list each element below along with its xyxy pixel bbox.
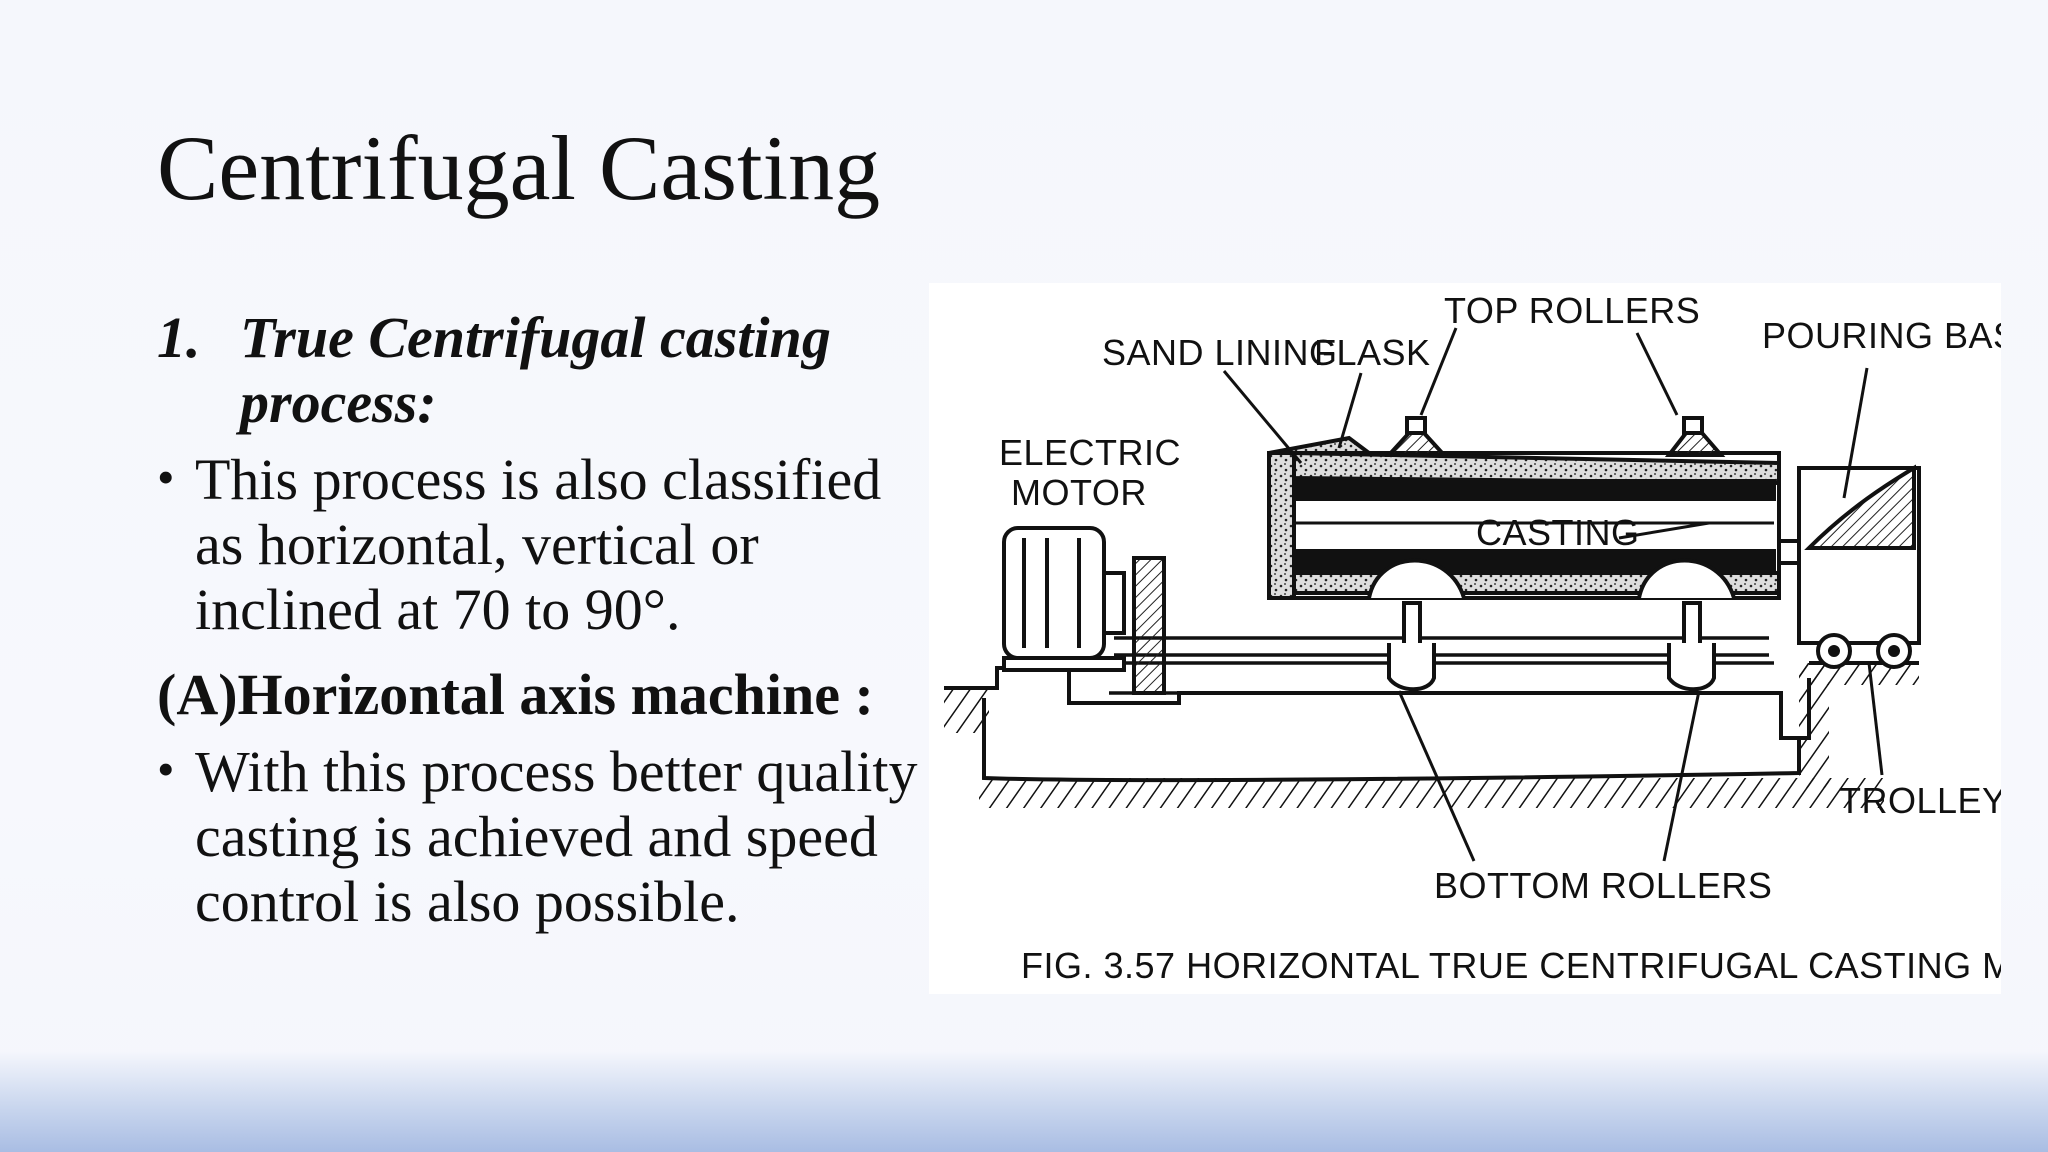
label-electric: ELECTRIC bbox=[999, 432, 1181, 473]
casting-machine-figure: TOP ROLLERS SAND LINING FLASK POURING BA… bbox=[929, 283, 2001, 994]
leader-lines bbox=[1222, 327, 1884, 862]
subheading: (A)Horizontal axis machine : bbox=[157, 662, 874, 727]
label-motor: MOTOR bbox=[1011, 472, 1147, 513]
label-sand-lining: SAND LINING bbox=[1102, 332, 1338, 373]
casting-machine-diagram: TOP ROLLERS SAND LINING FLASK POURING BA… bbox=[944, 290, 2001, 986]
shaft bbox=[1109, 636, 1774, 695]
label-pouring-basin: POURING BASIN bbox=[1762, 315, 2001, 356]
heading-number: 1. bbox=[157, 305, 201, 370]
footer-band bbox=[0, 1052, 2048, 1152]
bullet-text: With this process better quality casting… bbox=[195, 739, 918, 934]
bullet-icon: • bbox=[157, 741, 175, 797]
heading-text: True Centrifugal casting process: bbox=[240, 305, 831, 435]
figure-caption: FIG. 3.57 HORIZONTAL TRUE CENTRIFUGAL CA… bbox=[1021, 945, 2001, 986]
label-casting: CASTING bbox=[1476, 512, 1640, 553]
pouring-basin-trolley bbox=[1777, 464, 1921, 669]
label-flask: FLASK bbox=[1314, 332, 1431, 373]
numbered-heading: 1. True Centrifugal casting process: bbox=[157, 305, 927, 435]
bullet-item: • With this process better quality casti… bbox=[157, 739, 927, 934]
slide-title: Centrifugal Casting bbox=[157, 117, 881, 219]
bullet-icon: • bbox=[157, 449, 175, 505]
ground-hatching bbox=[944, 663, 1919, 808]
bottom-rollers bbox=[1367, 558, 1736, 692]
label-trolley: TROLLEY bbox=[1839, 780, 2001, 821]
electric-motor bbox=[1002, 526, 1166, 695]
top-rollers bbox=[1384, 416, 1726, 457]
label-top-rollers: TOP ROLLERS bbox=[1444, 290, 1700, 331]
bullet-text: This process is also classified as horiz… bbox=[195, 447, 882, 642]
slide-body: 1. True Centrifugal casting process: • T… bbox=[157, 305, 927, 934]
bullet-item: • This process is also classified as hor… bbox=[157, 447, 927, 642]
label-bottom-rollers: BOTTOM ROLLERS bbox=[1434, 865, 1772, 906]
